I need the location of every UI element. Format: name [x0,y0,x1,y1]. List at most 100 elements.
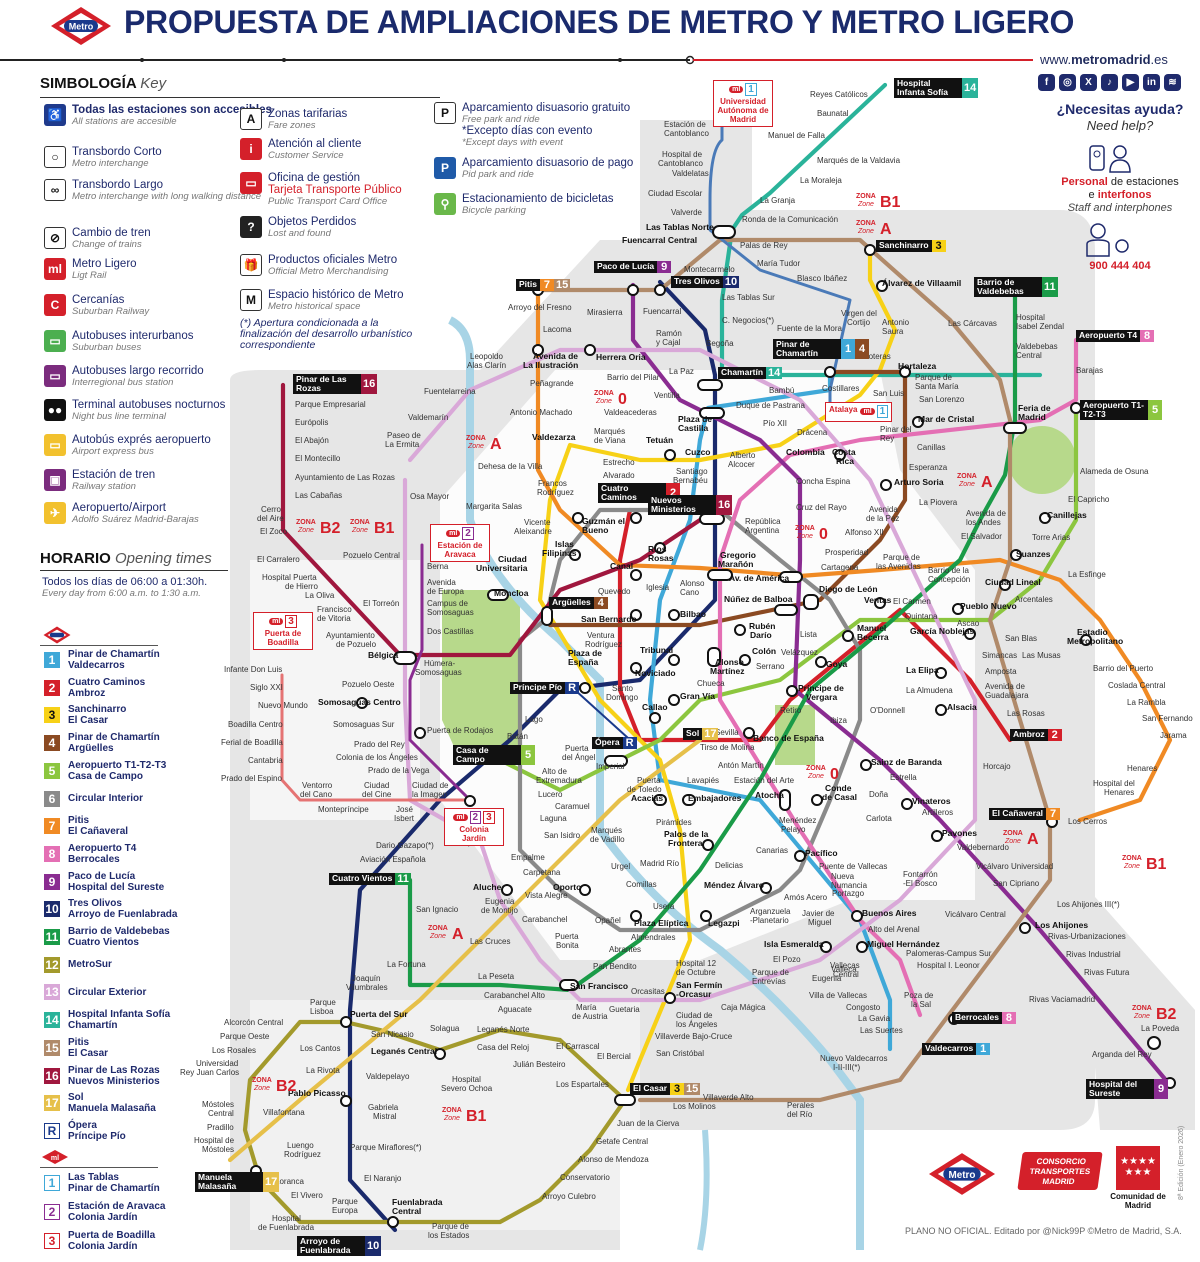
station-label: Dario Gazapo(*) [376,841,434,850]
station-label: Poza de [904,991,934,1000]
station-label: Canillejas [1047,510,1087,520]
station-label: Abrantes [609,945,641,954]
station-label: El Vivero [291,1191,323,1200]
station-label: Vinateros [912,796,951,806]
station-label: Nuevo Valdecarros [820,1054,887,1063]
line-number-badge: 6 [44,790,60,807]
website-link[interactable]: www.metromadrid.es [1040,52,1168,67]
station-label: Avenida de [966,509,1006,518]
station-label: El Torreón [363,599,399,608]
instagram-icon[interactable]: ◎ [1059,74,1076,91]
station-label: Frontera [668,838,703,848]
station-label: Hospital 12 [676,959,717,968]
station-label: -Orcasur [676,989,712,999]
light-rail-icon: ml [446,530,461,537]
station-label: Ventorro [302,781,333,790]
station-label: Conservatorio [560,1173,610,1182]
station-label: La Granja [760,196,796,205]
station-label: El Zoco [260,527,288,536]
station-label: Entrevías [752,977,786,986]
station-label: Alcocer [728,460,755,469]
station-label: Guetaria [609,1005,640,1014]
station-label: Ciudad Lineal [985,577,1041,587]
line-number-badge: 3 [931,240,946,252]
svg-text:Zone: Zone [796,533,813,540]
youtube-icon[interactable]: ▶ [1122,74,1139,91]
station-label: Herrera Oria [596,352,646,362]
long-interchange-icon: ∞ [44,179,66,201]
station-label: Moncloa [494,588,529,598]
interregional-bus-icon: ▭ [44,365,66,387]
facebook-icon[interactable]: f [1038,74,1055,91]
svg-text:Zone: Zone [857,228,874,235]
tiktok-icon[interactable]: ♪ [1101,74,1118,91]
line-5 [497,407,1079,793]
station-label: Parque [310,998,336,1007]
station-label: Joaquín [352,974,380,983]
linkedin-icon[interactable]: in [1143,74,1160,91]
x-icon[interactable]: X [1080,74,1097,91]
line-number-badge: 15 [553,279,571,291]
svg-text:ZONA: ZONA [594,390,614,397]
spotify-icon[interactable]: ≋ [1164,74,1181,91]
station-label: Coslada Central [1108,681,1166,690]
help-phone-number[interactable]: 900 444 404 [1089,260,1151,272]
station-label: Valdebebas [1016,342,1058,351]
